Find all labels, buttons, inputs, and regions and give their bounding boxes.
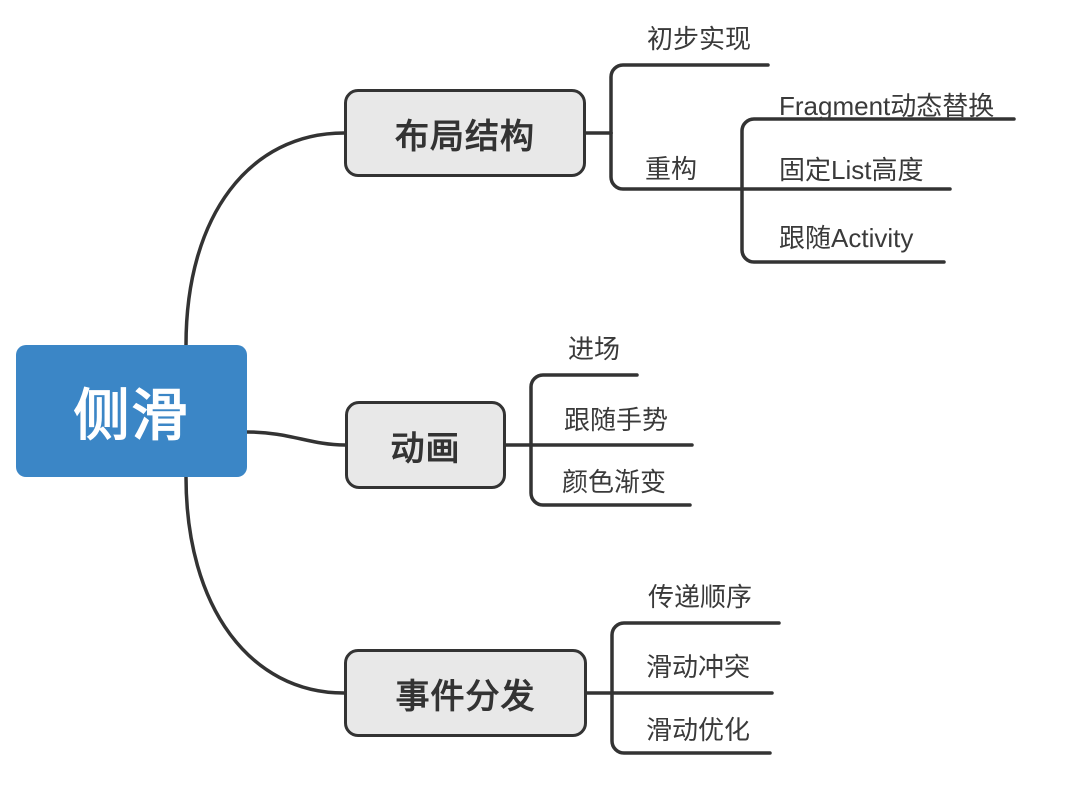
leaf-text: 传递顺序 bbox=[648, 582, 753, 612]
leaf-text: 颜色渐变 bbox=[562, 467, 667, 497]
branch-node-layout[interactable]: 布局结构 bbox=[344, 89, 586, 177]
leaf-text: 滑动冲突 bbox=[646, 652, 751, 682]
leaf-label-follow-activity[interactable]: 跟随Activity bbox=[779, 225, 913, 251]
leaf-label-scroll-optimization[interactable]: 滑动优化 bbox=[646, 717, 750, 743]
edge-root-to-animation bbox=[245, 430, 347, 447]
branch-node-event-dispatch-label: 事件分发 bbox=[395, 677, 536, 716]
leaf-label-fixed-list-height[interactable]: 固定List高度 bbox=[779, 157, 923, 183]
leaf-text: 跟随手势 bbox=[564, 405, 669, 435]
leaf-text: 进场 bbox=[568, 334, 621, 364]
branch-node-animation[interactable]: 动画 bbox=[345, 401, 506, 489]
leaf-label-scroll-conflict[interactable]: 滑动冲突 bbox=[646, 654, 750, 680]
leaf-label-dispatch-order[interactable]: 传递顺序 bbox=[648, 584, 752, 610]
leaf-text: Fragment动态替换 bbox=[779, 91, 995, 121]
edge-root-to-event bbox=[184, 475, 346, 695]
leaf-text: 固定List高度 bbox=[779, 155, 924, 185]
branch-node-event-dispatch[interactable]: 事件分发 bbox=[344, 649, 587, 737]
root-node-label: 侧滑 bbox=[73, 383, 190, 447]
leaf-label-refactor[interactable]: 重构 bbox=[645, 156, 697, 182]
leaf-text: 重构 bbox=[645, 154, 698, 184]
leaf-label-color-gradient[interactable]: 颜色渐变 bbox=[562, 469, 666, 495]
leaf-label-follow-gesture[interactable]: 跟随手势 bbox=[564, 407, 668, 433]
edge-root-to-layout bbox=[184, 131, 346, 347]
branch-node-animation-label: 动画 bbox=[390, 429, 461, 468]
leaf-text: 初步实现 bbox=[647, 24, 752, 54]
leaf-label-enter-scene[interactable]: 进场 bbox=[568, 336, 620, 362]
leaf-label-initial-implementation[interactable]: 初步实现 bbox=[647, 26, 751, 52]
leaf-text: 跟随Activity bbox=[779, 223, 914, 253]
root-node[interactable]: 侧滑 bbox=[16, 345, 247, 477]
branch-node-layout-label: 布局结构 bbox=[395, 117, 535, 156]
leaf-text: 滑动优化 bbox=[646, 715, 751, 745]
edge-layout-spine bbox=[609, 63, 770, 135]
leaf-label-fragment-dynamic-replace[interactable]: Fragment动态替换 bbox=[779, 93, 994, 119]
